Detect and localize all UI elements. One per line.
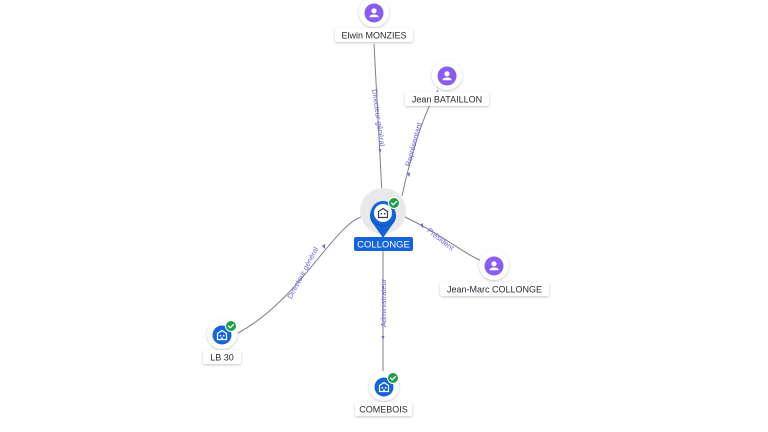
node-comebois[interactable]: COMEBOIS xyxy=(355,371,412,416)
edge-label: Directeur général xyxy=(370,89,387,148)
node-jean-bataillon[interactable]: Jean BATAILLON xyxy=(405,60,489,106)
node-label: COMEBOIS xyxy=(359,405,408,415)
node-collonge[interactable]: COLLONGE xyxy=(354,188,413,251)
node-elwin-monzies[interactable]: Elwin MONZIES xyxy=(335,0,413,42)
arrow-icon xyxy=(322,244,325,249)
node-label: LB 30 xyxy=(210,353,234,363)
edge-label: Directeur général xyxy=(285,245,320,300)
node-jean-marc-collonge[interactable]: Jean-Marc COLLONGE xyxy=(440,250,549,296)
node-label: COLLONGE xyxy=(357,240,410,251)
edge-collonge-lb30[interactable]: Directeur général xyxy=(237,215,365,334)
edge-label: Représentant xyxy=(403,121,424,168)
edge-label: Président xyxy=(425,226,456,253)
arrow-icon xyxy=(378,149,382,153)
arrow-icon xyxy=(407,172,410,177)
node-lb30[interactable]: LB 30 xyxy=(203,319,241,364)
edge-elwin-collonge[interactable]: Directeur général xyxy=(370,43,387,197)
arrow-icon xyxy=(420,223,423,228)
node-label: Jean-Marc COLLONGE xyxy=(447,285,542,295)
arrow-icon xyxy=(381,336,385,340)
edge-label: Administrateur xyxy=(379,278,388,327)
edge-collonge-comebois[interactable]: Administrateur xyxy=(379,248,388,372)
node-label: Jean BATAILLON xyxy=(412,95,482,105)
building-icon xyxy=(377,207,389,219)
node-label: Elwin MONZIES xyxy=(341,31,406,41)
